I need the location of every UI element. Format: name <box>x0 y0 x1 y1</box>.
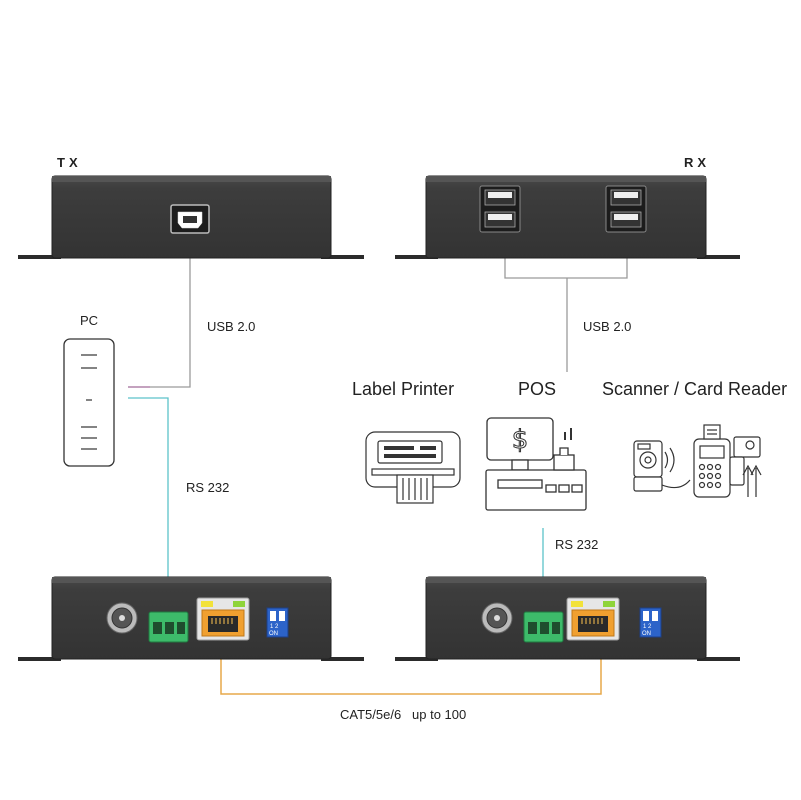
pc-tower-icon <box>63 338 115 467</box>
dip-switch-icon: 1 2 ON <box>639 607 662 638</box>
cat-cable-label: CAT5/5e/6 up to 100 <box>340 707 467 722</box>
usb-tx-label: USB 2.0 <box>207 319 256 334</box>
usb-a-port-icon <box>479 185 521 233</box>
rx-device-top <box>395 175 740 259</box>
rj45-port-icon <box>566 597 620 641</box>
dip-switch-numbers: 1 2 <box>643 624 652 630</box>
rs232-tx-label: RS 232 <box>186 480 230 495</box>
rj45-port-icon <box>196 597 250 641</box>
rs232-rx-label: RS 232 <box>555 537 599 552</box>
rs232-tx-line <box>128 397 169 612</box>
terminal-block-icon <box>523 611 564 643</box>
usb-a-port-icon <box>605 185 647 233</box>
usb-rx-label: USB 2.0 <box>583 319 632 334</box>
svg-text:$: $ <box>512 425 529 455</box>
dc-power-jack-icon <box>106 602 138 634</box>
rx-device-bottom: 1 2 ON <box>395 576 740 661</box>
pc-label: PC <box>80 313 99 328</box>
tx-device-top <box>18 175 364 259</box>
dc-power-jack-icon <box>481 602 513 634</box>
dip-switch-numbers: 1 2 <box>270 624 279 630</box>
usb-b-port-icon <box>170 204 210 234</box>
label-printer-icon <box>365 431 461 504</box>
tx-device-bottom: 1 2 ON <box>18 576 364 661</box>
pos-label: POS <box>518 379 557 399</box>
dip-switch-on-label: ON <box>642 631 651 637</box>
label-printer-label: Label Printer <box>352 379 455 399</box>
rx-label: RX <box>684 155 711 170</box>
dip-switch-on-label: ON <box>269 631 278 637</box>
scanner-card-reader-label: Scanner / Card Reader <box>602 379 788 399</box>
tx-label: TX <box>57 155 82 170</box>
pos-terminal-icon: $ <box>485 417 587 511</box>
dip-switch-icon: 1 2 ON <box>266 607 289 638</box>
terminal-block-icon <box>148 611 189 643</box>
scanner-card-reader-icon <box>633 424 762 498</box>
cat-cable-line <box>220 640 602 695</box>
